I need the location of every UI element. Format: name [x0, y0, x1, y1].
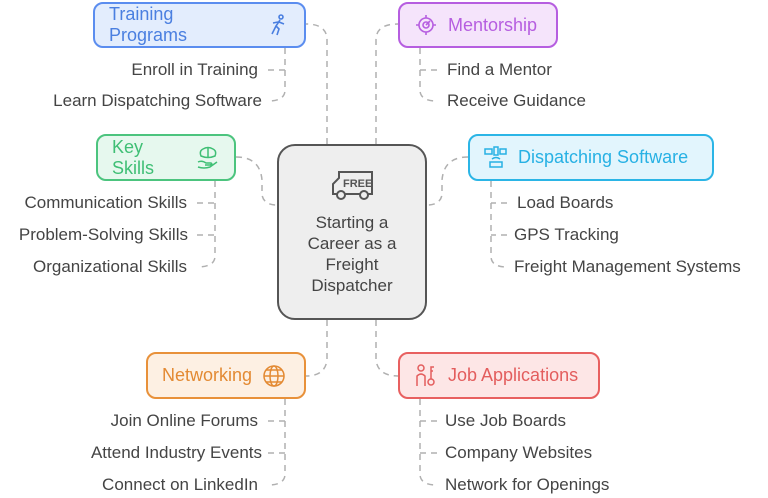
- node-job-applications[interactable]: Job Applications: [398, 352, 600, 399]
- node-label: Dispatching Software: [518, 147, 689, 167]
- target-icon: [416, 15, 436, 35]
- leaf-item: Attend Industry Events: [90, 443, 262, 462]
- devices-icon: [484, 145, 507, 168]
- leaf-item: Freight Management Systems: [514, 257, 741, 276]
- person-running-icon: [271, 14, 285, 36]
- leaf-item: Communication Skills: [24, 193, 188, 212]
- node-dispatching-software[interactable]: Dispatching Software: [468, 134, 714, 181]
- node-key-skills[interactable]: Key Skills: [96, 134, 236, 181]
- node-label: Mentorship: [448, 14, 538, 35]
- leaf-item: Connect on LinkedIn: [102, 475, 258, 494]
- node-label: Key Skills: [112, 136, 155, 178]
- brain-hand-icon: [197, 146, 218, 169]
- svg-text:FREE: FREE: [343, 178, 372, 190]
- center-label-line: Career as a: [307, 234, 397, 253]
- leaf-item: Organizational Skills: [32, 257, 187, 276]
- node-mentorship[interactable]: Mentorship: [398, 2, 558, 48]
- leaf-item: Enroll in Training: [131, 60, 258, 79]
- leaf-item: Receive Guidance: [447, 91, 586, 110]
- leaf-item: GPS Tracking: [514, 225, 619, 244]
- node-label: Job Applications: [448, 365, 579, 385]
- center-label-line: Dispatcher: [311, 276, 393, 295]
- leaf-item: Problem-Solving Skills: [18, 225, 188, 244]
- leaf-item: Load Boards: [517, 193, 614, 212]
- globe-icon: [263, 364, 285, 387]
- free-delivery-truck-icon: FREE: [332, 171, 373, 200]
- leaf-item: Network for Openings: [445, 475, 610, 494]
- node-label: Networking: [162, 365, 253, 385]
- center-label-line: Freight: [325, 255, 379, 274]
- leaf-item: Company Websites: [445, 443, 593, 462]
- node-networking[interactable]: Networking: [146, 352, 306, 399]
- leaf-item: Join Online Forums: [110, 411, 258, 430]
- central-topic[interactable]: FREE Starting a Career as a Freight Disp…: [277, 144, 427, 320]
- center-label-line: Starting a: [315, 213, 389, 232]
- node-training-programs[interactable]: Training Programs: [93, 2, 306, 48]
- leaf-item: Find a Mentor: [447, 60, 552, 79]
- leaf-item: Learn Dispatching Software: [53, 91, 262, 110]
- node-label: Training Programs: [109, 4, 188, 45]
- leaf-item: Use Job Boards: [445, 411, 566, 430]
- person-key-icon: [416, 363, 435, 386]
